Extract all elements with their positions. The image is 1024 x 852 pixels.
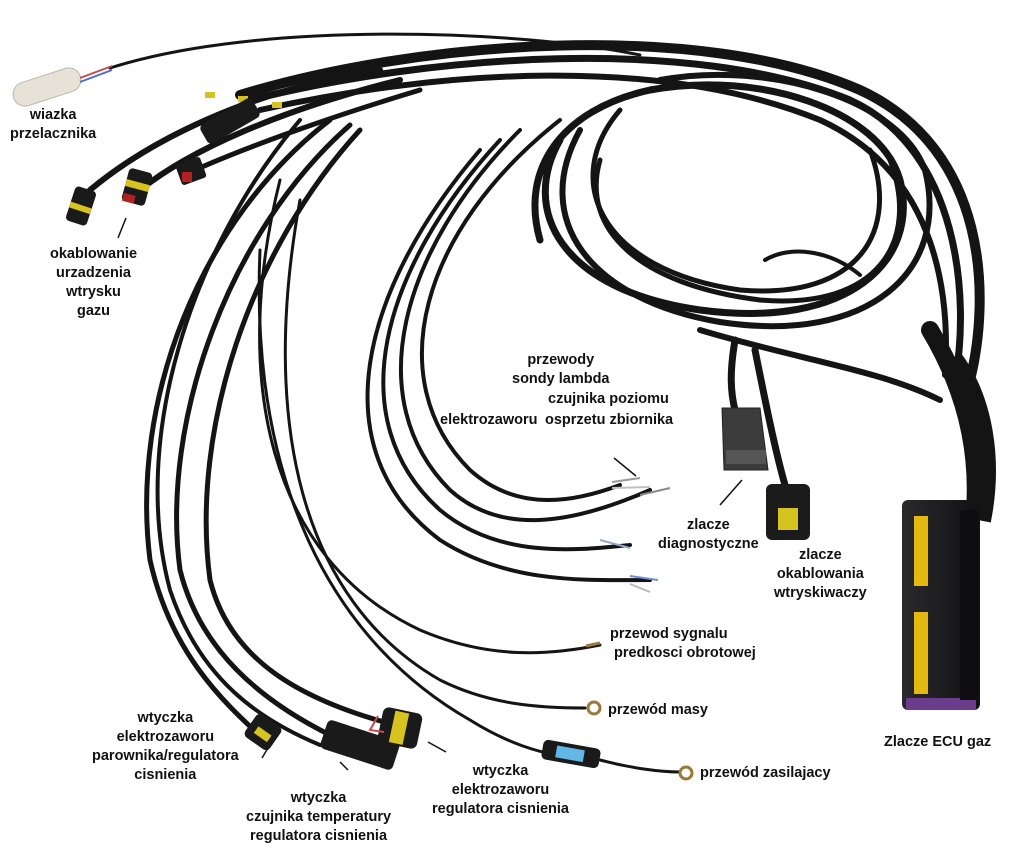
diagnostic-connector xyxy=(721,407,769,471)
label-ecu-connector: Zlacze ECU gaz xyxy=(884,734,992,750)
label-temp-sensor-plug: wtyczka czujnika temperatury regulatora … xyxy=(246,790,392,844)
label-diagnostic-connector: zlacze diagnostyczne xyxy=(658,517,759,552)
label-power-wire: przewód zasilajacy xyxy=(700,765,831,781)
leader-lines xyxy=(117,217,743,771)
injection-connectors xyxy=(66,92,282,226)
lambda-wire-ends xyxy=(599,477,671,593)
label-level-sensor: czujnika poziomu xyxy=(548,391,669,407)
label-lambda-wires: przewody sondy lambda xyxy=(512,352,610,387)
terminals xyxy=(541,641,694,781)
label-ground-wire: przewód masy xyxy=(608,702,708,718)
injector-connector xyxy=(766,484,810,540)
label-reducer-valve-plug: wtyczka elektrozaworu parownika/regulato… xyxy=(92,710,239,783)
cable-bundle xyxy=(87,32,985,774)
switch-sleeve xyxy=(12,65,113,107)
label-rpm-signal: przewod sygnalu predkosci obrotowej xyxy=(610,626,756,661)
label-injector-connector: zlacze okablowania wtryskiwaczy xyxy=(774,547,867,601)
label-solenoid-valve: elektrozaworu xyxy=(440,412,538,428)
bottom-plugs xyxy=(244,707,423,770)
ecu-connector xyxy=(902,352,996,710)
label-tank-fittings: osprzetu zbiornika xyxy=(545,412,674,428)
label-injection-wiring: okablowanie urzadzenia wtrysku gazu xyxy=(50,246,138,319)
label-switch-harness: wiazka przelacznika xyxy=(10,107,97,142)
label-regulator-valve-plug: wtyczka elektrozaworu regulatora cisnien… xyxy=(432,763,569,817)
